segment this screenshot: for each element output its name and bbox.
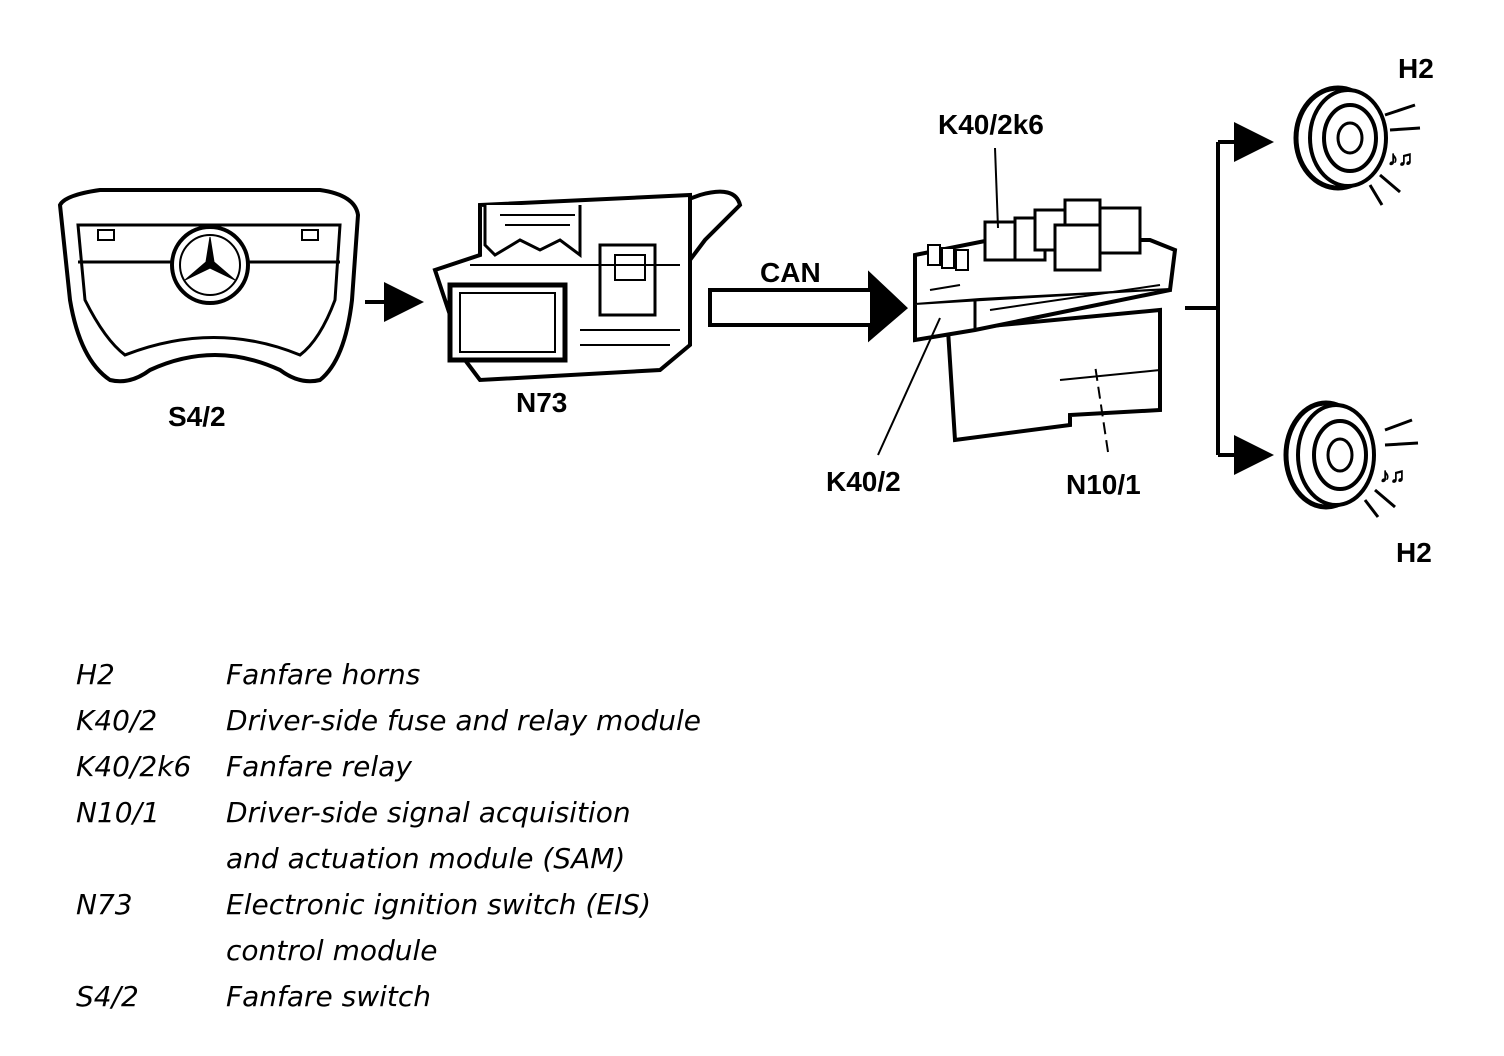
legend-desc: Driver-side fuse and relay module (226, 698, 701, 744)
legend-desc: Fanfare horns (226, 652, 420, 698)
legend-desc-line: control module (226, 934, 438, 967)
legend-desc-line: Fanfare relay (226, 750, 412, 783)
svg-text:♪♫: ♪♫ (1388, 148, 1413, 170)
label-n10-1: N10/1 (1066, 469, 1141, 500)
fanfare-switch-graphic (57, 188, 361, 384)
legend-row-n10-1: N10/1 Driver-side signal acquisition and… (76, 790, 701, 882)
legend-row-s4-2: S4/2 Fanfare switch (76, 974, 701, 1020)
svg-text:♪♫: ♪♫ (1380, 465, 1405, 487)
legend-desc: Fanfare switch (226, 974, 431, 1020)
legend-code: H2 (76, 658, 115, 691)
leader-k40-2k6 (994, 147, 999, 229)
legend-row-k40-2k6: K40/2k6 Fanfare relay (76, 744, 701, 790)
label-h2-top: H2 (1398, 53, 1434, 84)
legend-desc-line: Fanfare horns (226, 658, 421, 691)
label-k40-2: K40/2 (826, 466, 901, 497)
legend-row-h2: H2 Fanfare horns (76, 652, 701, 698)
fuse-relay-module-graphic (913, 198, 1178, 443)
leader-k40-2 (877, 317, 941, 456)
legend-code: N10/1 (76, 796, 160, 829)
legend-row-n73: N73 Electronic ignition switch (EIS) con… (76, 882, 701, 974)
legend-code: K40/2 (76, 704, 158, 737)
horn-output-lines (1185, 122, 1274, 475)
legend-code: N73 (76, 888, 133, 921)
label-h2-bottom: H2 (1396, 537, 1432, 568)
label-n73: N73 (516, 387, 567, 418)
legend-desc-line: Driver-side signal acquisition (226, 796, 631, 829)
legend-row-k40-2: K40/2 Driver-side fuse and relay module (76, 698, 701, 744)
fanfare-horn-top-graphic: ♪♫ (1293, 85, 1421, 206)
legend-desc-line: Fanfare switch (226, 980, 432, 1013)
eis-module-graphic (432, 189, 743, 383)
label-can: CAN (760, 257, 821, 288)
fanfare-horn-bottom-graphic: ♪♫ (1283, 400, 1419, 518)
can-bus-arrow (708, 270, 908, 343)
legend-code: S4/2 (76, 980, 139, 1013)
legend: H2 Fanfare horns K40/2 Driver-side fuse … (76, 652, 701, 1020)
legend-desc: Electronic ignition switch (EIS) control… (226, 882, 651, 974)
legend-desc-line: Driver-side fuse and relay module (226, 704, 701, 737)
label-s4-2: S4/2 (168, 401, 226, 432)
horn-circuit-diagram: S4/2 N73 CAN (57, 53, 1434, 568)
legend-desc: Driver-side signal acquisition and actua… (226, 790, 631, 882)
label-k40-2k6: K40/2k6 (938, 109, 1044, 140)
legend-desc: Fanfare relay (226, 744, 412, 790)
legend-code: K40/2k6 (76, 750, 192, 783)
leader-n10-1 (1094, 364, 1109, 453)
legend-desc-line: Electronic ignition switch (EIS) (226, 888, 652, 921)
legend-desc-line: and actuation module (SAM) (226, 842, 626, 875)
